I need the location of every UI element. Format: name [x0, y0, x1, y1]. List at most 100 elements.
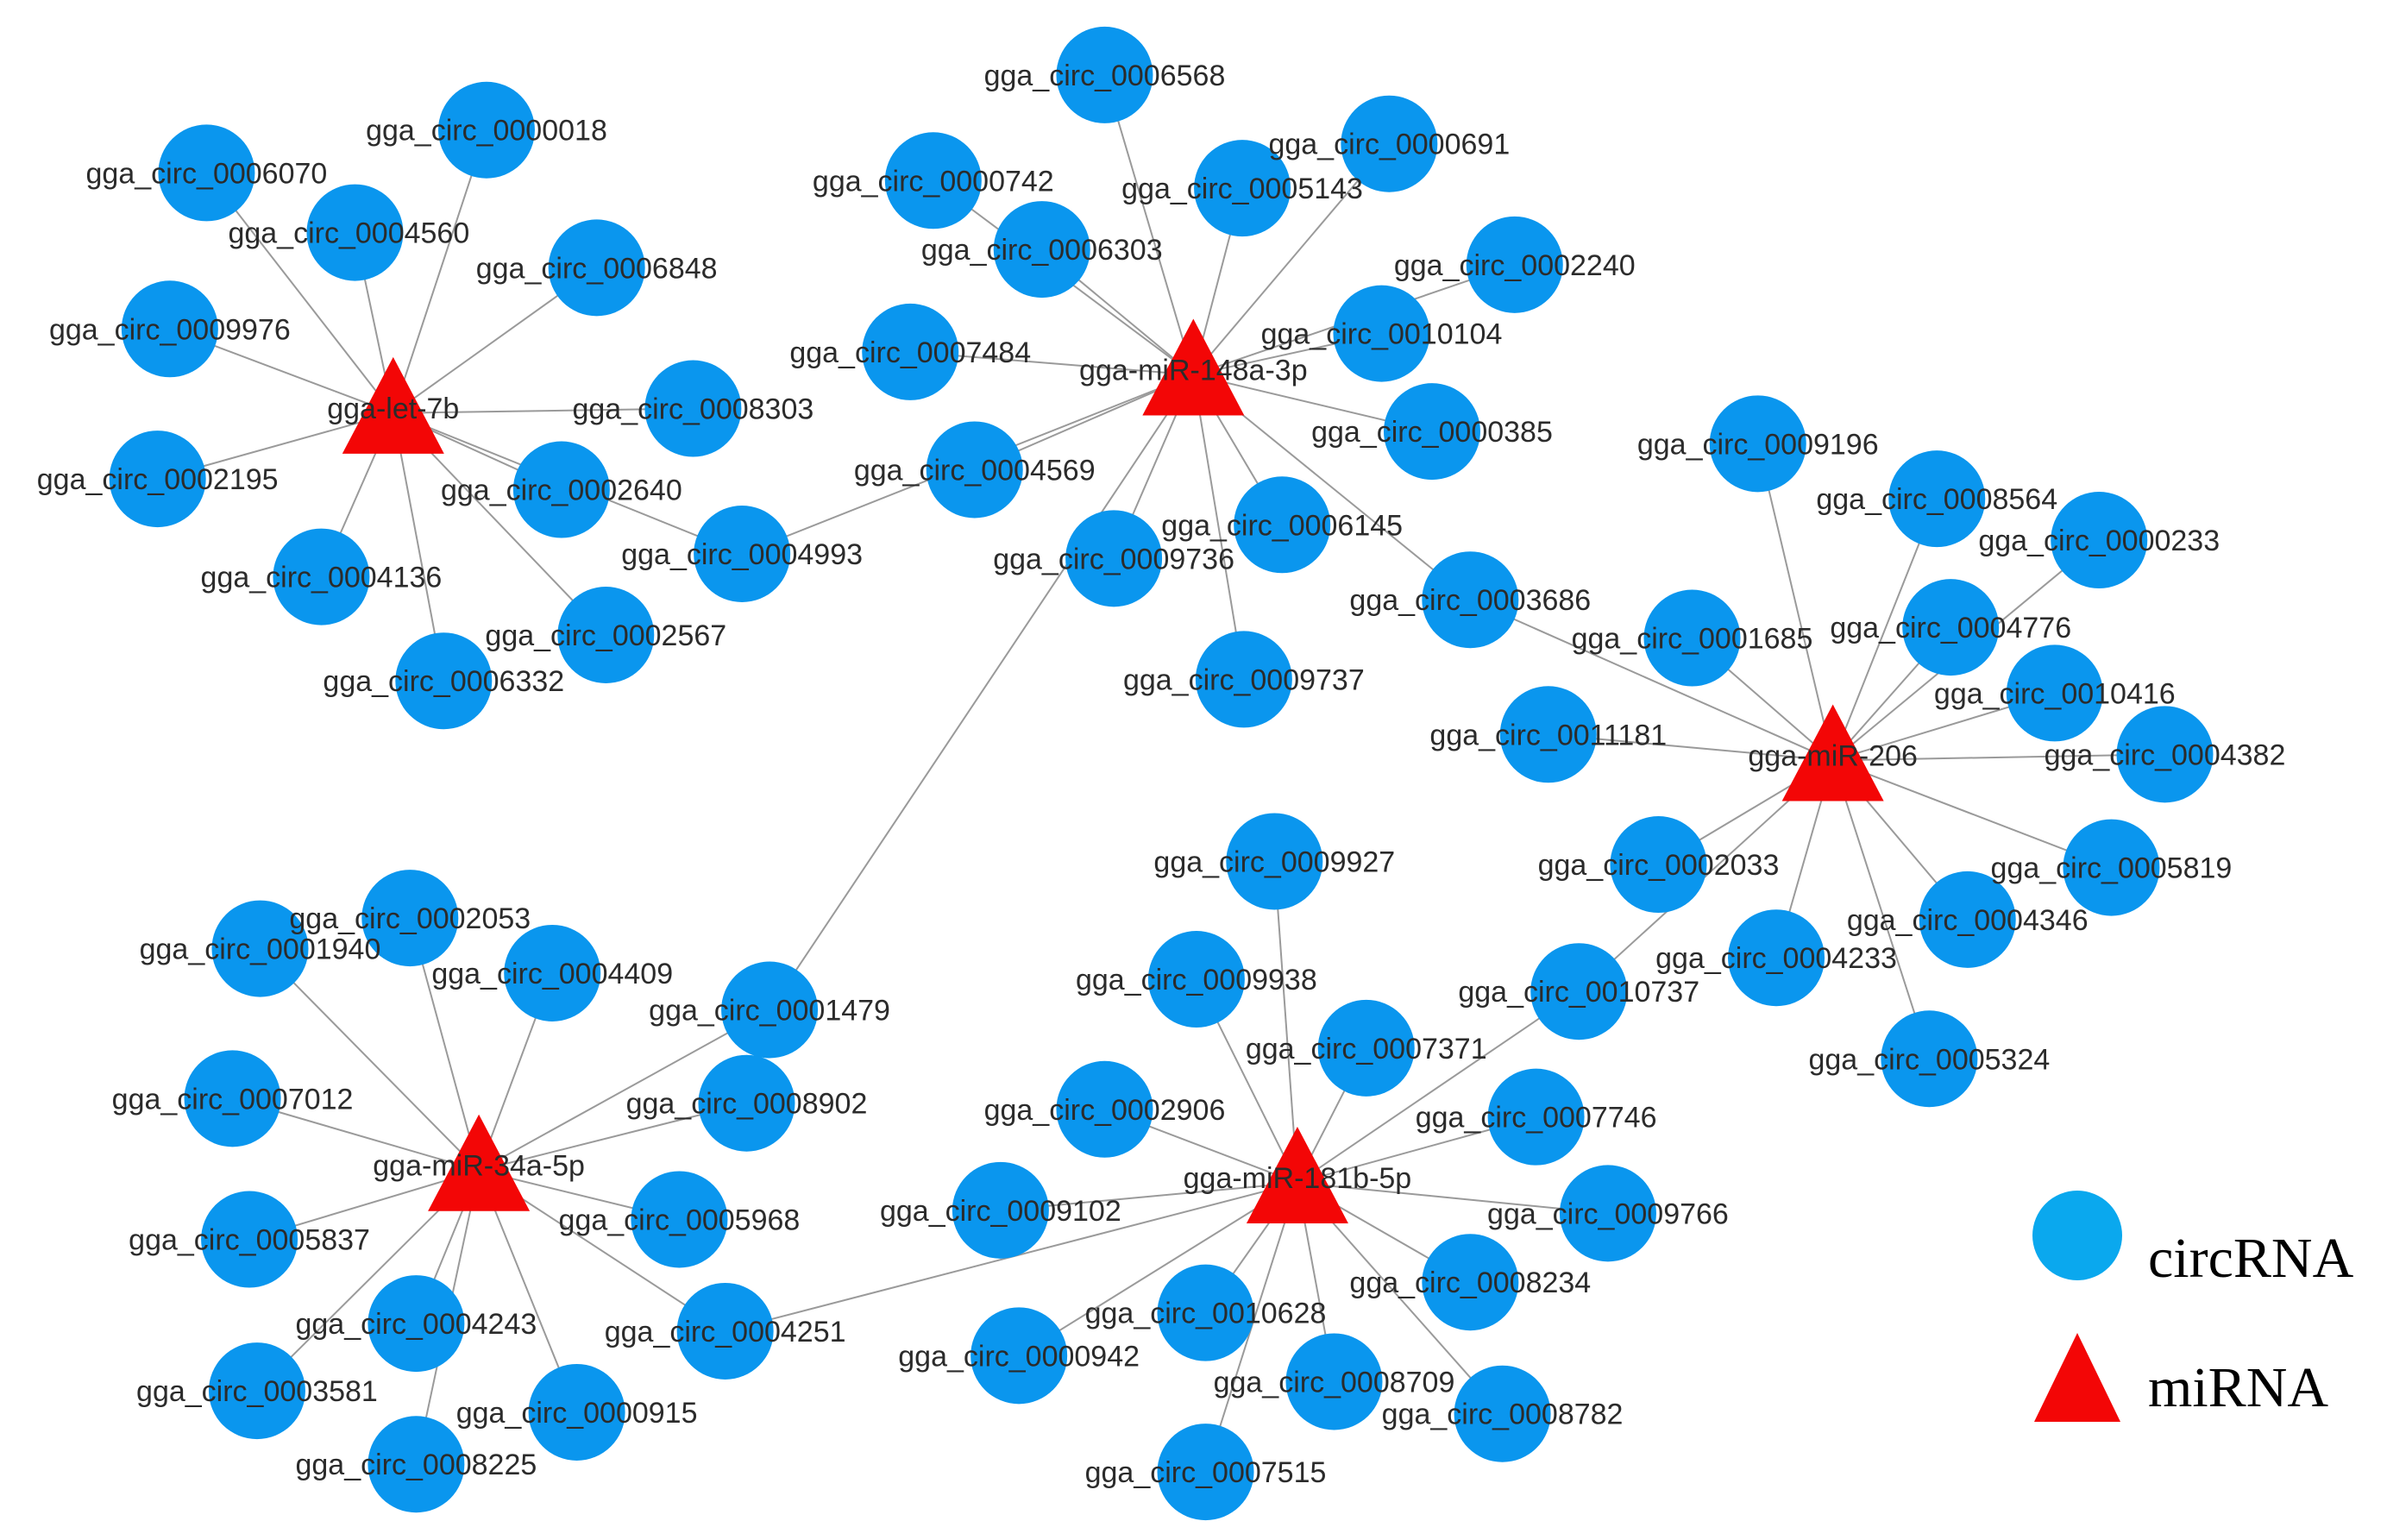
circrna-node-c0005819[interactable] [2063, 819, 2160, 916]
mirna-node-m206[interactable] [1781, 704, 1884, 801]
circrna-node-c0008234[interactable] [1422, 1234, 1519, 1331]
circrna-node-c0009737[interactable] [1195, 631, 1292, 728]
circrna-label-c0004243: gga_circ_0004243 [295, 1308, 537, 1341]
circrna-node-c0004233[interactable] [1728, 909, 1825, 1007]
circrna-node-c0004382[interactable] [2116, 706, 2214, 803]
mirna-label-m34: gga-miR-34a-5p [373, 1150, 585, 1183]
circrna-node-c0010104[interactable] [1333, 285, 1430, 382]
circrna-node-c0000385[interactable] [1383, 383, 1480, 481]
circrna-label-c0009976: gga_circ_0009976 [49, 313, 291, 346]
circrna-node-c0004251[interactable] [676, 1282, 774, 1380]
circrna-node-c0002640[interactable] [512, 441, 610, 538]
circrna-label-c0007371: gga_circ_0007371 [1246, 1033, 1487, 1065]
circrna-node-c0005143[interactable] [1194, 140, 1291, 237]
circrna-node-c0009196[interactable] [1709, 395, 1806, 493]
circrna-label-c0000691: gga_circ_0000691 [1268, 129, 1510, 161]
circrna-node-c0004136[interactable] [273, 528, 370, 625]
circrna-node-c0008902[interactable] [698, 1054, 795, 1152]
edge-m148-c0001479 [769, 374, 1195, 1011]
circrna-node-c0008303[interactable] [644, 360, 742, 457]
circrna-node-c0009976[interactable] [121, 280, 218, 378]
circrna-node-c0004409[interactable] [504, 924, 601, 1021]
circrna-node-c0008564[interactable] [1888, 450, 1986, 548]
circrna-label-c0006145: gga_circ_0006145 [1161, 509, 1403, 542]
circrna-node-c0001940[interactable] [211, 900, 309, 997]
circrna-node-c0011181[interactable] [1499, 686, 1597, 783]
circrna-node-c0008782[interactable] [1454, 1365, 1551, 1462]
circrna-node-c0001685[interactable] [1643, 589, 1741, 687]
edge-m148-c0006568 [1103, 74, 1195, 375]
circrna-node-c0006848[interactable] [548, 219, 645, 317]
mirna-node-m181[interactable] [1246, 1126, 1348, 1223]
circrna-label-c0004993: gga_circ_0004993 [621, 538, 863, 571]
circrna-node-c0000915[interactable] [528, 1363, 625, 1461]
circrna-node-c0001479[interactable] [721, 961, 819, 1059]
circrna-label-c0009737: gga_circ_0009737 [1123, 663, 1365, 696]
circrna-node-c0007484[interactable] [862, 303, 959, 400]
circrna-node-c0010628[interactable] [1157, 1264, 1254, 1361]
circrna-node-c0005837[interactable] [201, 1191, 298, 1288]
circrna-label-c0008782: gga_circ_0008782 [1382, 1399, 1624, 1431]
circrna-label-c0003686: gga_circ_0003686 [1349, 584, 1591, 617]
circrna-node-c0003686[interactable] [1422, 551, 1519, 649]
circrna-node-c0002053[interactable] [361, 870, 459, 967]
circrna-node-c0009102[interactable] [952, 1161, 1049, 1259]
circrna-node-c0007012[interactable] [184, 1050, 281, 1147]
circrna-node-c0010737[interactable] [1530, 943, 1628, 1040]
circrna-node-c0004569[interactable] [926, 421, 1023, 519]
legend-circrna-circle-icon [2032, 1191, 2122, 1280]
circrna-node-c0006332[interactable] [395, 632, 493, 730]
mirna-node-m148[interactable] [1142, 318, 1245, 416]
circrna-label-c0001479: gga_circ_0001479 [649, 995, 890, 1028]
circrna-node-c0006303[interactable] [993, 201, 1090, 299]
circrna-node-c0002033[interactable] [1610, 816, 1707, 914]
circrna-node-c0002240[interactable] [1466, 216, 1563, 313]
mirna-label-m181: gga-miR-181b-5p [1184, 1162, 1412, 1195]
circrna-node-c0007746[interactable] [1487, 1068, 1585, 1166]
circrna-node-c0002906[interactable] [1056, 1060, 1153, 1158]
circrna-node-c0003581[interactable] [208, 1342, 305, 1440]
circrna-label-c0006332: gga_circ_0006332 [323, 665, 564, 698]
nodes-layer [109, 26, 2214, 1521]
circrna-label-c0004233: gga_circ_0004233 [1655, 942, 1897, 975]
circrna-node-c0000691[interactable] [1341, 95, 1438, 192]
circrna-node-c0005968[interactable] [631, 1171, 728, 1268]
circrna-label-c0002033: gga_circ_0002033 [1538, 849, 1780, 882]
circrna-label-c0005143: gga_circ_0005143 [1121, 173, 1363, 205]
circrna-node-c0004243[interactable] [367, 1275, 465, 1373]
circrna-node-c0004776[interactable] [1902, 579, 2000, 676]
circrna-label-c0007012: gga_circ_0007012 [112, 1083, 354, 1116]
circrna-label-c0000742: gga_circ_0000742 [813, 165, 1054, 198]
circrna-node-c0006145[interactable] [1234, 476, 1331, 574]
circrna-node-c0010416[interactable] [2006, 644, 2103, 742]
circrna-node-c0000742[interactable] [884, 132, 982, 229]
legend-mirna-label: miRNA [2148, 1356, 2328, 1419]
mirna-node-m34[interactable] [428, 1114, 531, 1211]
circrna-node-c0000233[interactable] [2051, 492, 2148, 589]
circrna-node-c0007371[interactable] [1317, 999, 1415, 1097]
circrna-node-c0004993[interactable] [694, 506, 791, 603]
circrna-node-c0004560[interactable] [306, 184, 404, 281]
edge-m181-c0010737 [1297, 990, 1580, 1184]
circrna-node-c0002567[interactable] [557, 587, 655, 684]
circrna-label-c0009938: gga_circ_0009938 [1076, 964, 1317, 996]
circrna-node-c0009938[interactable] [1147, 931, 1245, 1028]
circrna-node-c0009927[interactable] [1226, 813, 1323, 910]
circrna-node-c0005324[interactable] [1881, 1010, 1978, 1108]
circrna-node-c0008225[interactable] [367, 1416, 465, 1513]
circrna-node-c0000942[interactable] [971, 1307, 1068, 1405]
circrna-label-c0005837: gga_circ_0005837 [129, 1224, 370, 1257]
circrna-node-c0006070[interactable] [158, 124, 255, 222]
circrna-node-c0007515[interactable] [1157, 1424, 1254, 1521]
circrna-node-c0002195[interactable] [109, 431, 206, 528]
circrna-label-c0003581: gga_circ_0003581 [136, 1375, 378, 1408]
circrna-node-c0008709[interactable] [1285, 1333, 1383, 1430]
circrna-node-c0009736[interactable] [1065, 510, 1163, 607]
mirna-node-let7b[interactable] [342, 356, 444, 454]
circrna-node-c0009766[interactable] [1559, 1165, 1656, 1262]
circrna-node-c0006568[interactable] [1056, 26, 1153, 123]
circrna-node-c0004346[interactable] [1919, 871, 2016, 968]
edge-m181-c0009102 [1000, 1181, 1298, 1211]
edge-m206-c0004382 [1832, 753, 2165, 762]
circrna-node-c0000018[interactable] [437, 81, 535, 179]
